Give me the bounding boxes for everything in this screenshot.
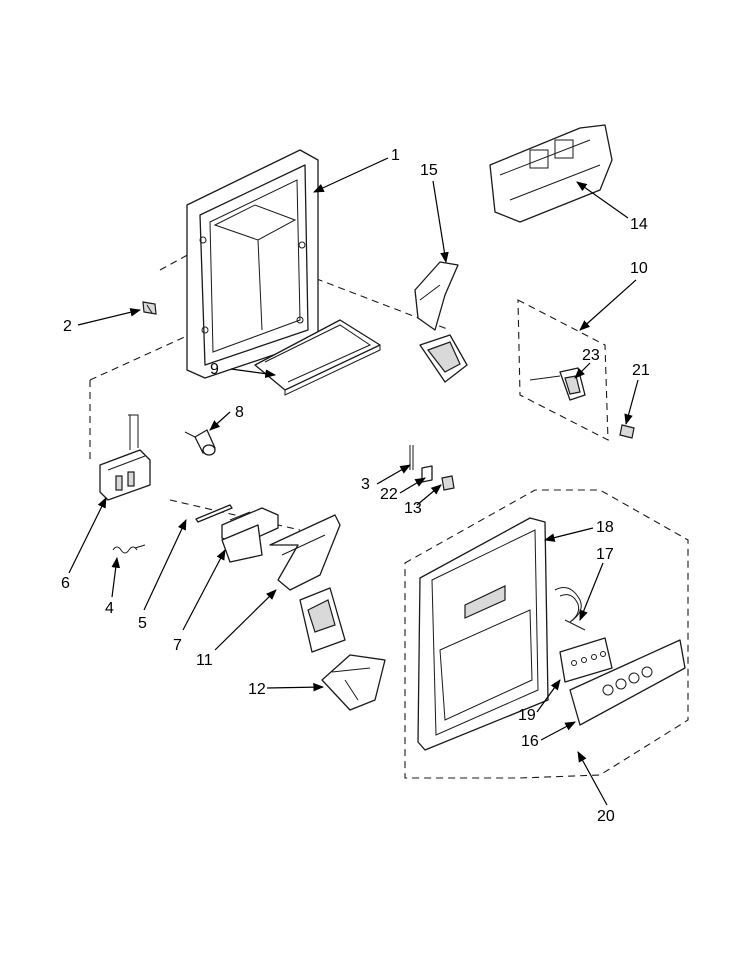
callout-1: 1 bbox=[391, 147, 400, 164]
callout-14: 14 bbox=[630, 216, 648, 233]
part-drip-tray bbox=[254, 319, 381, 396]
callout-23: 23 bbox=[582, 347, 600, 364]
part-17-harness bbox=[554, 587, 586, 631]
leader-lines bbox=[68, 157, 639, 806]
part-20-enclosure bbox=[404, 489, 689, 779]
part-7-actuator bbox=[221, 507, 279, 563]
callout-20: 20 bbox=[597, 808, 615, 825]
part-housing-frame bbox=[186, 149, 319, 379]
part-10-group bbox=[517, 299, 609, 441]
callout-12: 12 bbox=[248, 681, 266, 698]
callout-11: 11 bbox=[196, 652, 213, 669]
callout-18: 18 bbox=[596, 519, 614, 536]
part-15-lever bbox=[414, 261, 468, 383]
callout-7: 7 bbox=[173, 637, 182, 654]
callout-labels: 1 2 3 4 5 6 7 8 9 10 11 12 13 14 15 16 1… bbox=[61, 147, 650, 825]
callout-6: 6 bbox=[61, 575, 70, 592]
part-5-pin bbox=[195, 504, 233, 523]
part-screw-21 bbox=[619, 424, 635, 439]
part-12-funnel bbox=[321, 654, 386, 711]
part-18-door-panel bbox=[417, 517, 549, 751]
part-6-module bbox=[99, 414, 151, 501]
callout-3: 3 bbox=[361, 476, 370, 493]
part-14-bracket bbox=[489, 124, 613, 223]
callout-8: 8 bbox=[235, 404, 244, 421]
callout-19: 19 bbox=[518, 707, 536, 724]
callout-4: 4 bbox=[105, 600, 114, 617]
callout-22: 22 bbox=[380, 486, 398, 503]
part-screw-2 bbox=[142, 301, 157, 315]
callout-17: 17 bbox=[596, 546, 614, 563]
callout-2: 2 bbox=[63, 318, 72, 335]
part-16-overlay bbox=[569, 639, 686, 726]
part-19-switch-module bbox=[559, 637, 613, 683]
part-11-lever bbox=[269, 514, 346, 653]
part-8 bbox=[184, 429, 216, 456]
callout-15: 15 bbox=[420, 162, 438, 179]
callout-21: 21 bbox=[632, 362, 650, 379]
part-4-spring bbox=[112, 544, 146, 554]
callout-16: 16 bbox=[521, 733, 539, 750]
callout-5: 5 bbox=[138, 615, 147, 632]
callout-10: 10 bbox=[630, 260, 648, 277]
callout-13: 13 bbox=[404, 500, 422, 517]
callout-9: 9 bbox=[210, 361, 219, 378]
